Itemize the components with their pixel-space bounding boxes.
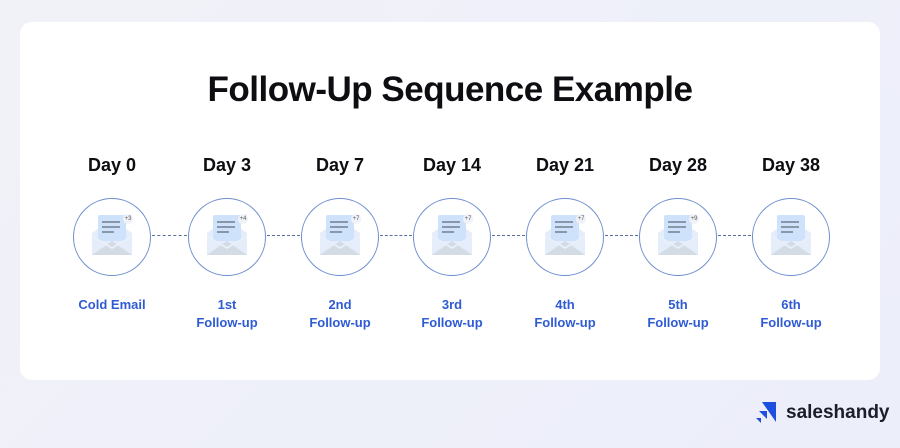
brand-name: saleshandy bbox=[786, 402, 890, 423]
day-label: Day 0 bbox=[87, 155, 137, 175]
saleshandy-logo: saleshandy bbox=[756, 402, 890, 424]
step-label-line1: 1st bbox=[217, 297, 237, 312]
step-label-line2: Follow-up bbox=[760, 315, 822, 330]
connector-dash bbox=[492, 235, 525, 236]
envelope-icon bbox=[658, 215, 698, 255]
sequence-step: Day 0 +3 Cold Email bbox=[52, 155, 172, 314]
day-label: Day 3 bbox=[202, 155, 252, 175]
day-label: Day 28 bbox=[648, 155, 708, 175]
envelope-icon bbox=[92, 215, 132, 255]
step-label-line1: 5th bbox=[668, 297, 688, 312]
connector-dash bbox=[718, 235, 751, 236]
email-circle: +7 bbox=[526, 198, 604, 276]
step-label-line2: Follow-up bbox=[421, 315, 483, 330]
connector-dash bbox=[380, 235, 412, 236]
envelope-icon bbox=[545, 215, 585, 255]
count-badge: +3 bbox=[123, 214, 133, 224]
step-label-line2: Follow-up bbox=[647, 315, 709, 330]
step-label-line2: Follow-up bbox=[309, 315, 371, 330]
email-circle: +4 bbox=[188, 198, 266, 276]
count-badge: +7 bbox=[351, 214, 361, 224]
count-badge: +7 bbox=[463, 214, 473, 224]
email-circle bbox=[752, 198, 830, 276]
envelope-icon bbox=[771, 215, 811, 255]
envelope-icon bbox=[320, 215, 360, 255]
email-circle: +7 bbox=[301, 198, 379, 276]
step-label-line1: 6th bbox=[781, 297, 801, 312]
email-circle: +9 bbox=[639, 198, 717, 276]
step-label-line2: Follow-up bbox=[534, 315, 596, 330]
email-circle: +7 bbox=[413, 198, 491, 276]
day-label: Day 7 bbox=[315, 155, 365, 175]
envelope-icon bbox=[207, 215, 247, 255]
step-label-line1: 4th bbox=[555, 297, 575, 312]
day-label: Day 21 bbox=[535, 155, 595, 175]
connector-dash bbox=[605, 235, 638, 236]
saleshandy-logo-icon bbox=[756, 402, 776, 423]
page-title: Follow-Up Sequence Example bbox=[207, 70, 693, 109]
email-circle: +3 bbox=[73, 198, 151, 276]
count-badge: +9 bbox=[689, 214, 699, 224]
connector-dash bbox=[267, 235, 300, 236]
step-label-line1: 3rd bbox=[441, 297, 463, 312]
connector-dash bbox=[152, 235, 187, 236]
step-label-line1: Cold Email bbox=[78, 297, 146, 312]
envelope-icon bbox=[432, 215, 472, 255]
day-label: Day 38 bbox=[761, 155, 821, 175]
step-label: Cold Email bbox=[52, 296, 172, 314]
count-badge: +4 bbox=[238, 214, 248, 224]
step-label-line2: Follow-up bbox=[196, 315, 258, 330]
count-badge: +7 bbox=[576, 214, 586, 224]
step-label-line1: 2nd bbox=[328, 297, 352, 312]
day-label: Day 14 bbox=[422, 155, 482, 175]
